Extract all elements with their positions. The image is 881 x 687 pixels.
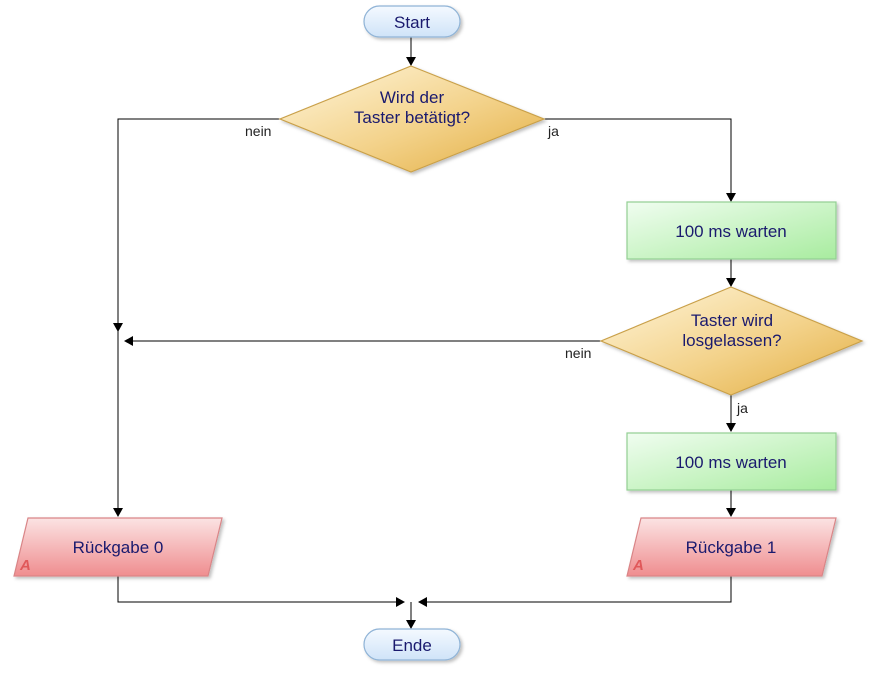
arrowhead bbox=[726, 278, 736, 287]
decision1-label-line2: Taster betätigt? bbox=[354, 108, 470, 127]
decision-taster-losgelassen: Taster wird losgelassen? bbox=[599, 286, 864, 396]
decision1-label-line1: Wird der bbox=[380, 88, 445, 107]
output-return-0: Rückgabe 0 A bbox=[13, 517, 223, 577]
wait2-label: 100 ms warten bbox=[675, 453, 787, 472]
arrowhead bbox=[406, 620, 416, 629]
edge-return0-to-end bbox=[117, 576, 398, 603]
arrowhead bbox=[113, 323, 123, 332]
return1-label: Rückgabe 1 bbox=[686, 538, 777, 557]
process-wait-1: 100 ms warten bbox=[626, 201, 837, 260]
process-wait-2: 100 ms warten bbox=[626, 432, 837, 491]
start-label: Start bbox=[394, 13, 430, 32]
decision-taster-betaetigt: Wird der Taster betätigt? bbox=[278, 65, 546, 173]
edge-decision1-no bbox=[117, 118, 280, 327]
return0-label: Rückgabe 0 bbox=[73, 538, 164, 557]
arrowhead bbox=[726, 423, 736, 432]
wait1-label: 100 ms warten bbox=[675, 222, 787, 241]
arrowhead bbox=[113, 508, 123, 517]
decision2-label-line1: Taster wird bbox=[691, 311, 773, 330]
arrowhead bbox=[124, 336, 133, 346]
arrowhead bbox=[726, 508, 736, 517]
end-terminal: Ende bbox=[363, 628, 461, 661]
decision2-label-line2: losgelassen? bbox=[682, 331, 781, 350]
output-marker-icon: A bbox=[632, 557, 644, 574]
arrowhead bbox=[726, 193, 736, 202]
arrowhead bbox=[406, 57, 416, 66]
edge-return1-to-end bbox=[424, 576, 732, 603]
connectors bbox=[117, 37, 732, 622]
output-return-1: Rückgabe 1 A bbox=[626, 517, 837, 577]
arrowhead bbox=[396, 597, 405, 607]
arrowheads bbox=[113, 57, 736, 629]
output-marker-icon: A bbox=[19, 557, 31, 574]
end-label: Ende bbox=[392, 636, 432, 655]
start-terminal: Start bbox=[363, 5, 461, 38]
decision2-no-label: nein bbox=[565, 345, 591, 361]
arrowhead bbox=[418, 597, 427, 607]
decision1-yes-label: ja bbox=[547, 123, 559, 139]
decision2-yes-label: ja bbox=[736, 400, 748, 416]
edge-decision1-yes bbox=[544, 118, 732, 194]
decision1-no-label: nein bbox=[245, 123, 271, 139]
